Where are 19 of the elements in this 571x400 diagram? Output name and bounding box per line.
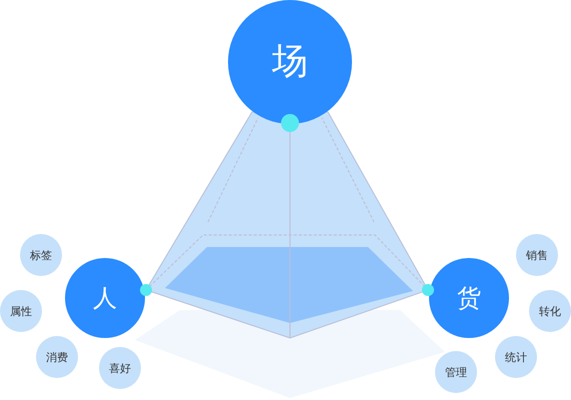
circle-label: 喜好: [109, 362, 131, 374]
circle-label: 消费: [46, 352, 68, 362]
circle-label: 转化: [539, 306, 561, 316]
tag-circle: [495, 336, 537, 378]
tag-circle: [529, 290, 571, 332]
tag-circle: [435, 351, 477, 393]
circle-label: 货: [457, 286, 481, 310]
tag-circle: [20, 234, 62, 276]
circle-label: 属性: [10, 306, 32, 316]
circle-label: 标签: [30, 250, 52, 260]
circle-label: 销售: [526, 250, 548, 260]
circle-label: 人: [93, 286, 117, 310]
tag-circle: [516, 234, 558, 276]
circle-label: 统计: [505, 352, 527, 362]
tag-circle: [99, 347, 141, 389]
circle-label: 管理: [445, 366, 467, 378]
circle-label: 场: [272, 44, 308, 80]
tag-circle: [0, 290, 42, 332]
tag-circle: [36, 336, 78, 378]
